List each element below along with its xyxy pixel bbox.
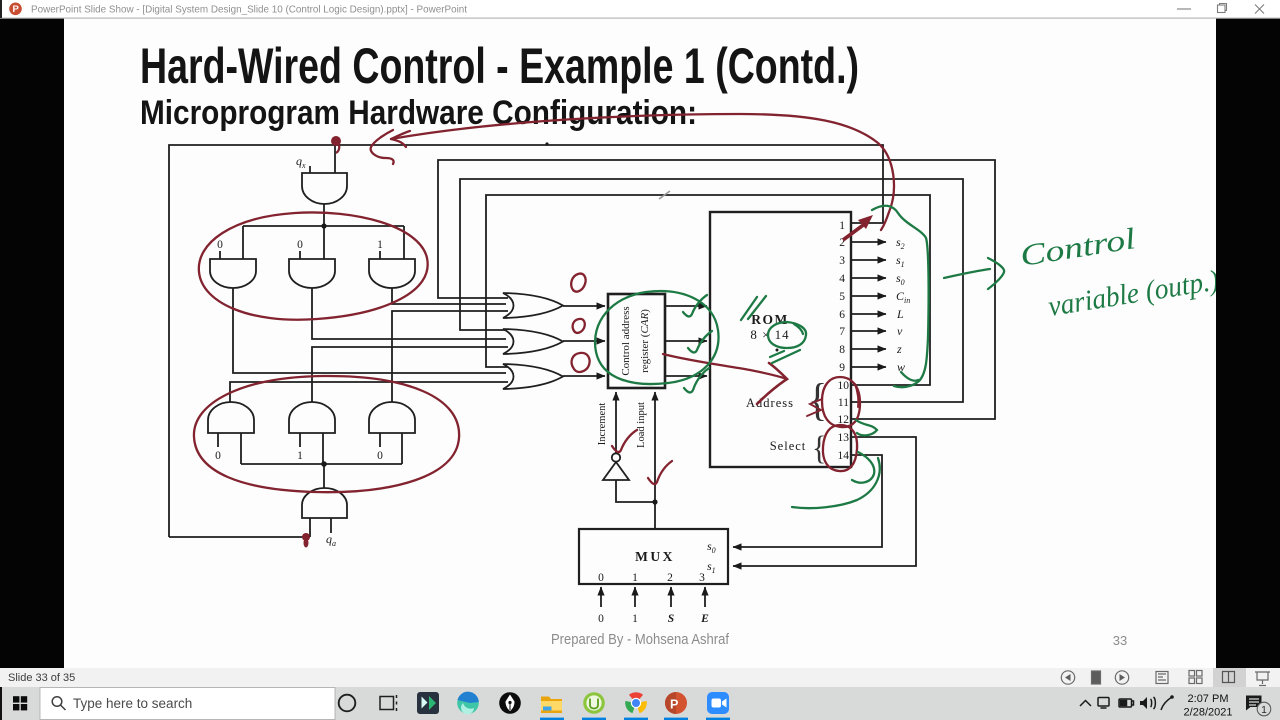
svg-text:0: 0 bbox=[297, 239, 303, 251]
svg-text:qx: qx bbox=[296, 154, 306, 170]
svg-text:Hard-Wired Control - Example 1: Hard-Wired Control - Example 1 (Contd.) bbox=[140, 38, 859, 94]
svg-text:Type here to search: Type here to search bbox=[73, 696, 192, 711]
svg-text:33: 33 bbox=[1113, 633, 1127, 648]
svg-text:Control address: Control address bbox=[620, 306, 632, 375]
svg-text:MUX: MUX bbox=[635, 549, 675, 564]
svg-text:z: z bbox=[896, 342, 902, 356]
svg-text:6: 6 bbox=[839, 309, 845, 321]
svg-text:5: 5 bbox=[839, 291, 845, 303]
svg-text:3: 3 bbox=[699, 572, 705, 584]
svg-text:1: 1 bbox=[297, 450, 303, 462]
svg-text:8: 8 bbox=[839, 344, 845, 356]
svg-text:0: 0 bbox=[217, 239, 223, 251]
svg-text:s1: s1 bbox=[896, 253, 905, 269]
svg-text:12: 12 bbox=[838, 414, 850, 426]
svg-text:Address: Address bbox=[746, 396, 794, 410]
svg-text:w: w bbox=[897, 360, 905, 374]
svg-text:8 × 14: 8 × 14 bbox=[750, 327, 789, 342]
svg-text:E: E bbox=[700, 613, 709, 625]
svg-text:s1: s1 bbox=[707, 559, 716, 575]
svg-text:qa: qa bbox=[326, 532, 336, 548]
svg-text:7: 7 bbox=[839, 326, 845, 338]
svg-text:2: 2 bbox=[839, 237, 845, 249]
svg-text:s2: s2 bbox=[896, 235, 905, 251]
svg-text:Increment: Increment bbox=[597, 403, 608, 446]
svg-text:0: 0 bbox=[598, 572, 604, 584]
svg-text:Load input: Load input bbox=[636, 402, 647, 448]
svg-text:2:07 PM: 2:07 PM bbox=[1188, 693, 1229, 705]
svg-text:P: P bbox=[670, 698, 678, 712]
svg-text:11: 11 bbox=[838, 397, 849, 409]
svg-text:PowerPoint Slide Show - [Digit: PowerPoint Slide Show - [Digital System … bbox=[31, 4, 467, 16]
svg-text:4: 4 bbox=[839, 273, 845, 285]
svg-text:Microprogram Hardware Configur: Microprogram Hardware Configuration: bbox=[140, 94, 697, 132]
svg-text:v: v bbox=[897, 324, 903, 338]
svg-text:0: 0 bbox=[598, 613, 604, 625]
svg-text:2/28/2021: 2/28/2021 bbox=[1184, 707, 1233, 719]
svg-text:ROM: ROM bbox=[751, 312, 789, 327]
svg-text:9: 9 bbox=[839, 362, 845, 374]
svg-text:register (CAR): register (CAR) bbox=[639, 309, 651, 373]
svg-text:Prepared By - Mohsena Ashraf: Prepared By - Mohsena Ashraf bbox=[551, 632, 730, 648]
svg-text:1: 1 bbox=[839, 220, 845, 232]
svg-text:1: 1 bbox=[1261, 705, 1267, 716]
svg-text:2: 2 bbox=[667, 572, 673, 584]
svg-text:13: 13 bbox=[838, 432, 850, 444]
svg-text:1: 1 bbox=[632, 572, 638, 584]
svg-text:s0: s0 bbox=[707, 539, 716, 555]
svg-text:s0: s0 bbox=[896, 271, 905, 287]
svg-text:3: 3 bbox=[839, 255, 845, 267]
svg-text:Select: Select bbox=[770, 439, 807, 453]
svg-text:L: L bbox=[896, 307, 904, 321]
svg-text:Slide 33 of 35: Slide 33 of 35 bbox=[8, 672, 75, 684]
svg-text:0: 0 bbox=[377, 450, 383, 462]
svg-text:10: 10 bbox=[838, 380, 850, 392]
svg-text:1: 1 bbox=[632, 613, 638, 625]
svg-text:1: 1 bbox=[377, 239, 383, 251]
svg-text:0: 0 bbox=[215, 450, 221, 462]
svg-text:P: P bbox=[13, 4, 20, 15]
svg-text:14: 14 bbox=[838, 450, 850, 462]
svg-text:S: S bbox=[668, 613, 674, 625]
